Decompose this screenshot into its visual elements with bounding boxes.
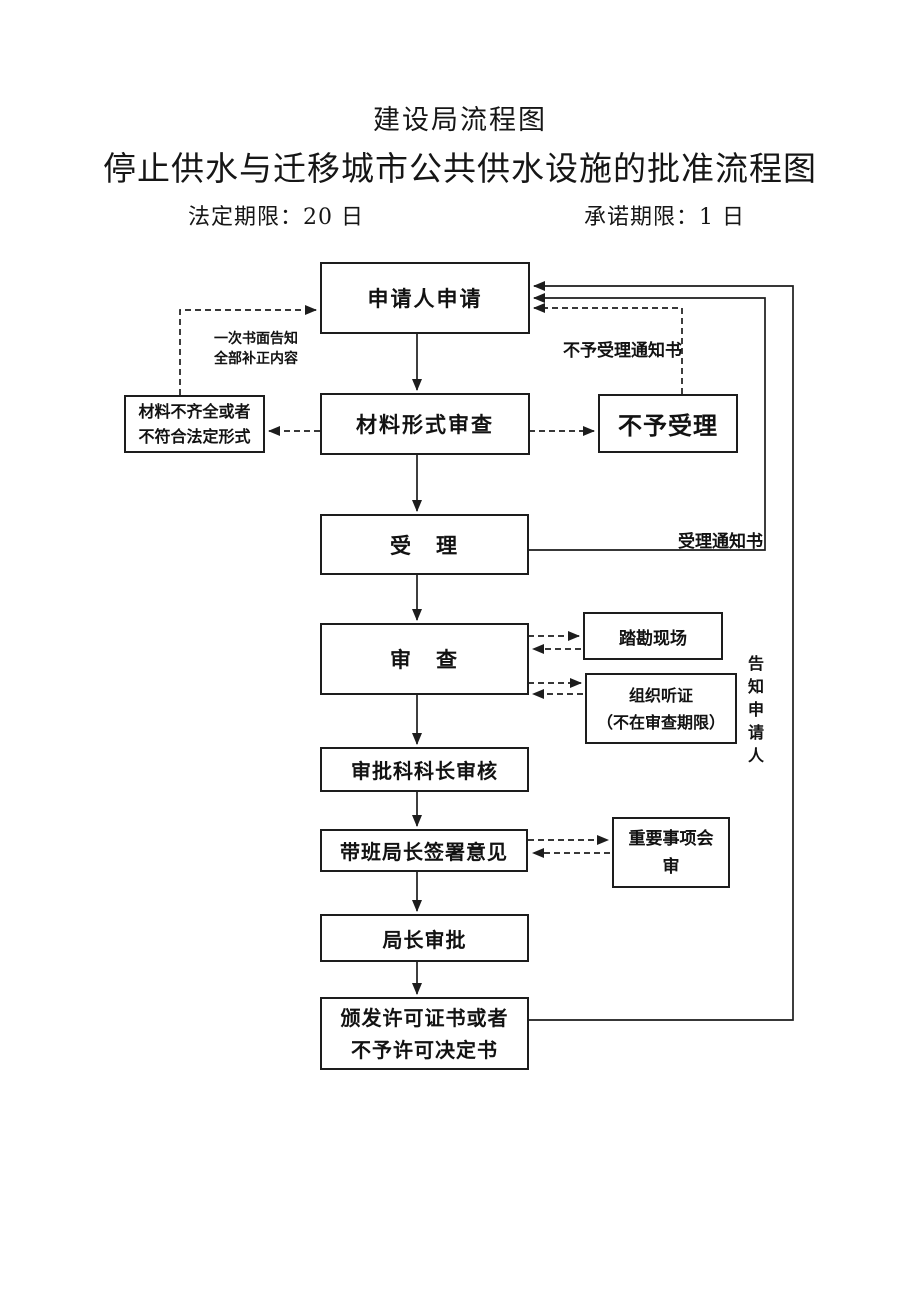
node-joint-review: 重要事项会 审: [612, 817, 730, 888]
node-examination: 审 查: [320, 623, 529, 695]
node-rejection: 不予受理: [598, 394, 738, 453]
node-acceptance: 受 理: [320, 514, 529, 575]
legal-deadline: 法定期限：20 日: [188, 205, 364, 230]
node-site-survey: 踏勘现场: [583, 612, 723, 660]
node-incomplete-material: 材料不齐全或者 不符合法定形式: [124, 395, 265, 453]
node-director-approval: 局长审批: [320, 914, 529, 962]
label-acceptance-notice: 受理通知书: [678, 532, 763, 552]
node-material-review: 材料形式审查: [320, 393, 530, 455]
page-subtitle: 停止供水与迁移城市公共供水设施的批准流程图: [103, 149, 817, 188]
label-rejection-notice: 不予受理通知书: [563, 341, 682, 361]
label-notify-applicant: 告知申请人: [745, 655, 764, 770]
node-applicant: 申请人申请: [320, 262, 530, 334]
promised-deadline: 承诺期限：1 日: [584, 205, 745, 230]
node-section-chief-review: 审批科科长审核: [320, 747, 529, 792]
label-one-time-notice: 一次书面告知 全部补正内容: [214, 331, 298, 367]
page-title: 建设局流程图: [373, 105, 547, 136]
node-duty-director-sign: 带班局长签署意见: [320, 829, 528, 872]
node-issue-certificate: 颁发许可证书或者 不予许可决定书: [320, 997, 529, 1070]
node-hearing: 组织听证 （不在审查期限）: [585, 673, 737, 744]
